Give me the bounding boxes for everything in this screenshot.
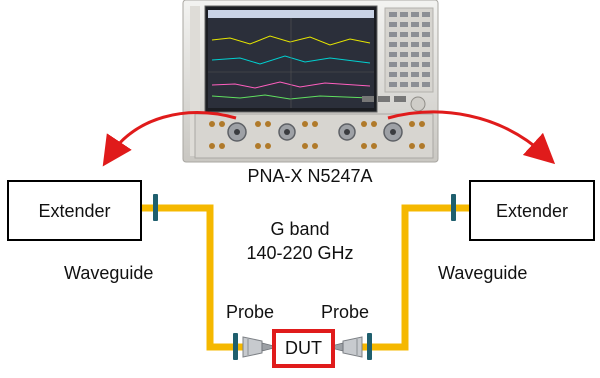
instrument-label: PNA-X N5247A bbox=[247, 166, 373, 186]
dut-label: DUT bbox=[285, 338, 322, 358]
left-extender-label: Extender bbox=[38, 201, 111, 221]
right-probe-label: Probe bbox=[321, 302, 370, 322]
right-extender-box bbox=[469, 180, 595, 241]
left-probe-flange bbox=[233, 333, 238, 360]
right-waveguide-label: Waveguide bbox=[438, 263, 528, 283]
right-extender-label: Extender bbox=[495, 201, 569, 221]
network-analyzer-icon bbox=[182, 0, 439, 163]
band-name: G band bbox=[270, 219, 330, 239]
left-probe-icon bbox=[242, 336, 275, 358]
left-signal-arrow bbox=[102, 111, 237, 167]
left-waveguide-label: Waveguide bbox=[64, 263, 154, 283]
left-probe-label: Probe bbox=[226, 302, 275, 322]
left-extender-flange bbox=[153, 194, 158, 221]
right-extender-flange bbox=[451, 194, 456, 221]
dut-box bbox=[272, 329, 335, 368]
left-extender-box bbox=[7, 180, 142, 241]
right-probe-flange bbox=[367, 333, 372, 360]
right-probe-icon bbox=[330, 336, 363, 358]
right-waveguide bbox=[342, 204, 470, 351]
band-range: 140-220 GHz bbox=[246, 243, 354, 263]
right-signal-arrow bbox=[387, 110, 556, 165]
